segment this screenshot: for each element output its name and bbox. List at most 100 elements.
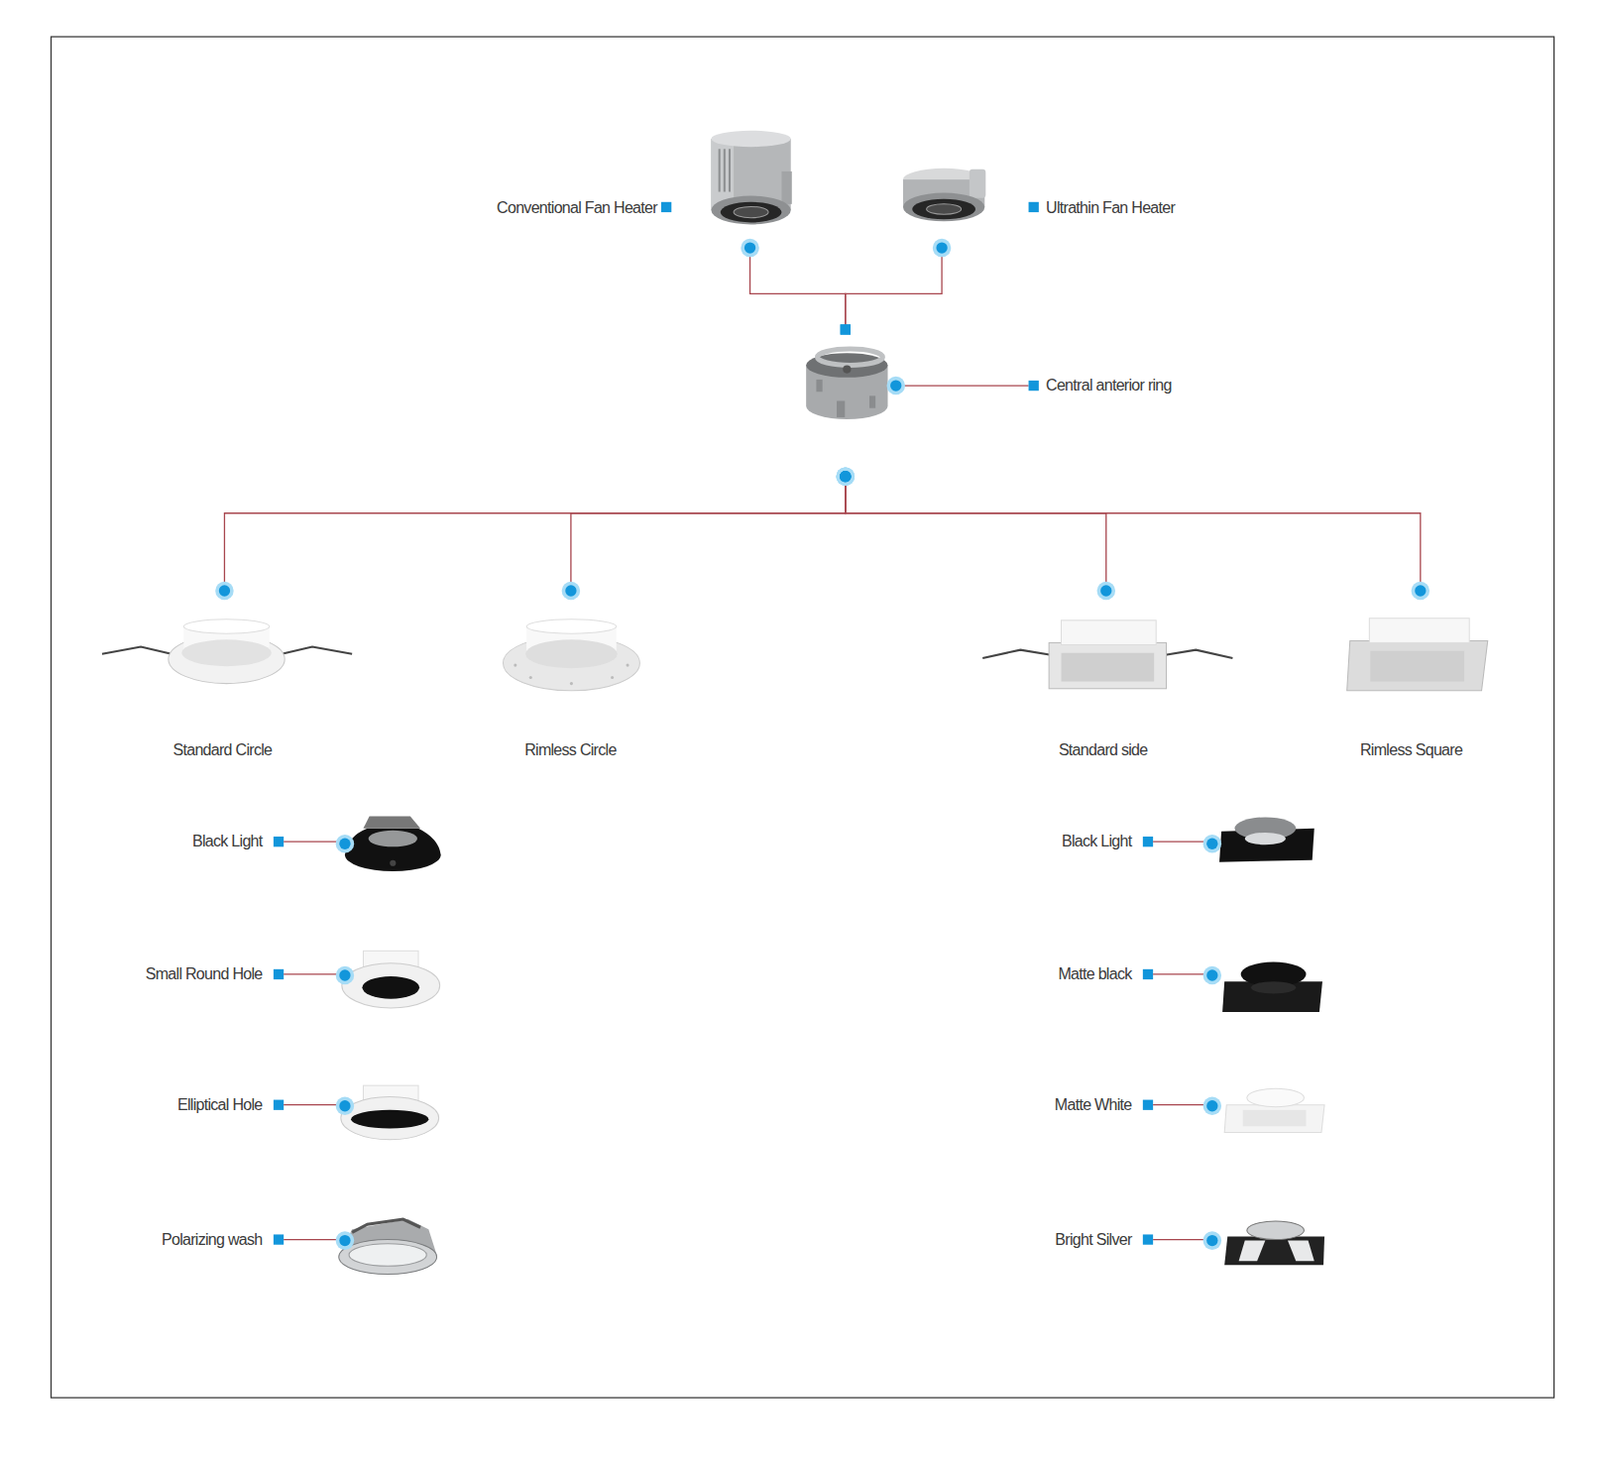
connector-marks [215, 238, 1430, 600]
leader-marks [273, 202, 1222, 1251]
elliptical-hole-figure [341, 1085, 440, 1141]
joint-dot [1100, 584, 1112, 596]
conventional-fan-heater-figure-part [733, 206, 769, 218]
matte-white-figure-part [1247, 1088, 1305, 1108]
product-node: Rimless Square [1321, 590, 1505, 768]
leader-marks-part [1203, 834, 1223, 854]
standard-circle-figure-part [181, 639, 272, 667]
product-label: Bright Silver [1054, 1230, 1132, 1250]
conventional-fan-heater-figure-part [710, 130, 791, 147]
joint-square [840, 324, 851, 335]
ultrathin-fan-heater-figure-part [912, 199, 976, 221]
leader-marks-part [339, 1100, 350, 1112]
leader-marks-part [1142, 1100, 1153, 1111]
joint-dot-halo [562, 581, 581, 601]
connector-line [571, 476, 846, 591]
rimless-circle-figure-part [529, 676, 533, 680]
polarizing-wash-figure [339, 1219, 438, 1275]
rimless-circle-figure-part [626, 664, 630, 668]
leader-marks-part [336, 834, 355, 854]
rimless-square-figure-part [1370, 651, 1465, 683]
product-label: Matte black [1057, 964, 1132, 984]
rimless-circle-figure-part [570, 682, 573, 686]
rimless-square-figure-part [1369, 618, 1470, 644]
rimless-square-figure-part [1347, 640, 1488, 690]
leader-marks-part [1203, 1096, 1223, 1116]
bright-silver-figure-part [1287, 1241, 1315, 1262]
product-label: Rimless Square [1360, 740, 1463, 760]
product-node: Conventional Fan Heater [449, 122, 799, 249]
conventional-fan-heater-figure-part [718, 148, 721, 192]
round-black-light-figure-part [344, 828, 442, 872]
joint-dot [935, 241, 947, 253]
leader-marks-part [1203, 966, 1223, 986]
leader-marks-part [339, 1235, 350, 1247]
conventional-fan-heater-figure-part [728, 148, 731, 192]
leader-marks-part [886, 376, 906, 396]
standard-circle-figure-part [102, 647, 172, 655]
leader-marks-part [661, 202, 672, 213]
rimless-square-figure [1347, 618, 1488, 691]
product-label: Central anterior ring [1045, 375, 1172, 395]
connector-line [845, 247, 942, 330]
product-label: Small Round Hole [145, 964, 263, 984]
central-ring-figure-part [816, 348, 883, 365]
round-black-light-figure-part [389, 860, 396, 867]
leader-marks-part [283, 841, 339, 843]
joint-dot-halo [932, 238, 952, 258]
product-node: Black Light [112, 805, 450, 878]
standard-square-figure-part [1048, 642, 1166, 688]
conventional-fan-heater-figure-part [723, 148, 726, 192]
product-node: Matte black [1005, 938, 1332, 1013]
joint-dot-halo [740, 238, 760, 258]
rimless-circle-figure-part [525, 639, 618, 669]
joint-dot [839, 470, 851, 482]
product-node: Polarizing wash [112, 1206, 450, 1278]
conventional-fan-heater-figure-part [781, 171, 792, 205]
bright-silver-figure-part [1224, 1236, 1325, 1265]
joint-dot [1414, 584, 1426, 596]
product-label: Standard side [1058, 740, 1148, 760]
bright-silver-figure-part [1247, 1221, 1305, 1241]
leader-marks-part [1206, 1100, 1218, 1112]
product-label: Black Light [1061, 832, 1133, 852]
leader-marks-part [890, 379, 902, 391]
product-label: Elliptical Hole [177, 1095, 263, 1115]
product-node: Small Round Hole [112, 938, 450, 1013]
product-label: Conventional Fan Heater [496, 198, 658, 218]
leader-marks-part [1028, 380, 1039, 391]
joint-dot-halo [836, 466, 856, 486]
product-node: Standard side [974, 590, 1238, 768]
connector-line [845, 476, 1421, 591]
product-node: Ultrathin Fan Heater [896, 152, 1205, 248]
joint-dot [565, 584, 576, 596]
standard-square-figure-part [1060, 653, 1154, 683]
standard-circle-figure-part [183, 619, 269, 634]
polarizing-wash-figure-part [351, 1219, 421, 1233]
product-label: Standard Circle [172, 740, 272, 760]
joint-square [840, 324, 851, 335]
rimless-circle-figure-part [513, 664, 517, 668]
product-label: Rimless Circle [524, 740, 616, 760]
ultrathin-fan-heater-figure [903, 168, 986, 223]
leader-marks-part [283, 973, 339, 975]
round-black-light-figure-part [368, 830, 418, 847]
bright-silver-figure-part [1239, 1241, 1266, 1262]
leader-marks-part [1152, 973, 1205, 975]
connector-line [224, 476, 845, 591]
product-node: Black Light [1005, 805, 1332, 878]
joint-dot-halo [215, 581, 234, 601]
ultrathin-fan-heater-figure-part [926, 204, 962, 215]
elliptical-hole-figure-part [350, 1110, 429, 1130]
leader-marks-part [1206, 969, 1218, 981]
product-node: Elliptical Hole [112, 1071, 450, 1143]
matte-white-figure-part [1243, 1110, 1307, 1127]
round-black-light-figure-part [362, 815, 421, 828]
joint-dot [839, 470, 851, 482]
leader-marks-part [273, 836, 284, 847]
elliptical-hole-figure-part [341, 1096, 440, 1140]
product-node: Bright Silver [1005, 1206, 1332, 1278]
central-ring-figure [805, 348, 888, 420]
bright-silver-figure [1224, 1221, 1325, 1265]
